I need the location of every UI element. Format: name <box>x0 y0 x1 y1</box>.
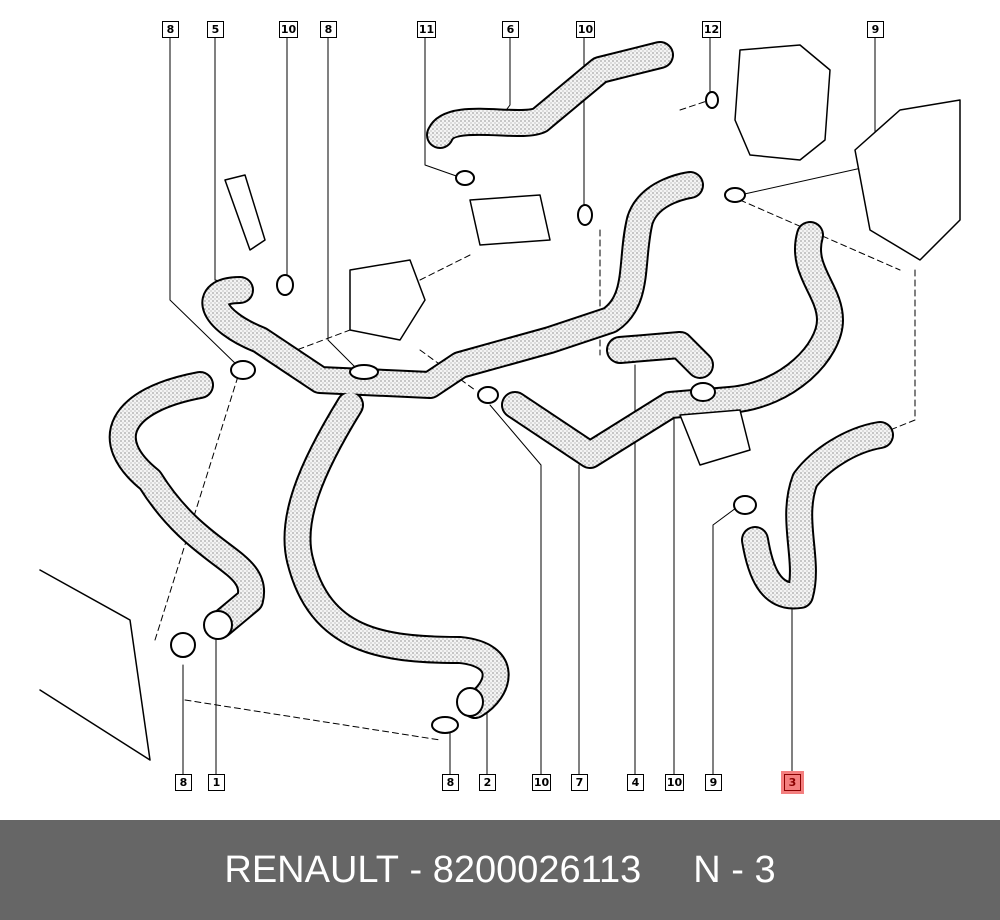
hose-diagram <box>39 36 961 775</box>
part-info-footer: RENAULT - 8200026113 N - 3 <box>0 820 1000 920</box>
callout-5-hose[interactable]: 5 <box>207 21 224 38</box>
callout-11-clamp[interactable]: 11 <box>417 21 436 38</box>
callout-10-clamp[interactable]: 10 <box>532 774 551 791</box>
callout-9-clamp[interactable]: 9 <box>705 774 722 791</box>
part-number: 8200026113 <box>432 848 642 891</box>
callout-6-hose[interactable]: 6 <box>502 21 519 38</box>
callout-8-clamp[interactable]: 8 <box>162 21 179 38</box>
separator: - <box>398 848 433 891</box>
brand-name: RENAULT <box>224 848 399 891</box>
callout-1-hose[interactable]: 1 <box>208 774 225 791</box>
callout-7-hose[interactable]: 7 <box>571 774 588 791</box>
callout-3-highlighted[interactable]: 3 <box>781 771 804 794</box>
callout-10-clamp[interactable]: 10 <box>665 774 684 791</box>
callout-10-clamp[interactable]: 10 <box>279 21 298 38</box>
callout-8-clamp[interactable]: 8 <box>320 21 337 38</box>
callout-12-clamp[interactable]: 12 <box>702 21 721 38</box>
callout-2-hose[interactable]: 2 <box>479 774 496 791</box>
callout-8-clamp[interactable]: 8 <box>442 774 459 791</box>
callout-4-hose[interactable]: 4 <box>627 774 644 791</box>
callout-9-clamp[interactable]: 9 <box>867 21 884 38</box>
callout-8-clamp[interactable]: 8 <box>175 774 192 791</box>
callout-10-clamp[interactable]: 10 <box>576 21 595 38</box>
diagram-position: N - 3 <box>693 848 776 891</box>
